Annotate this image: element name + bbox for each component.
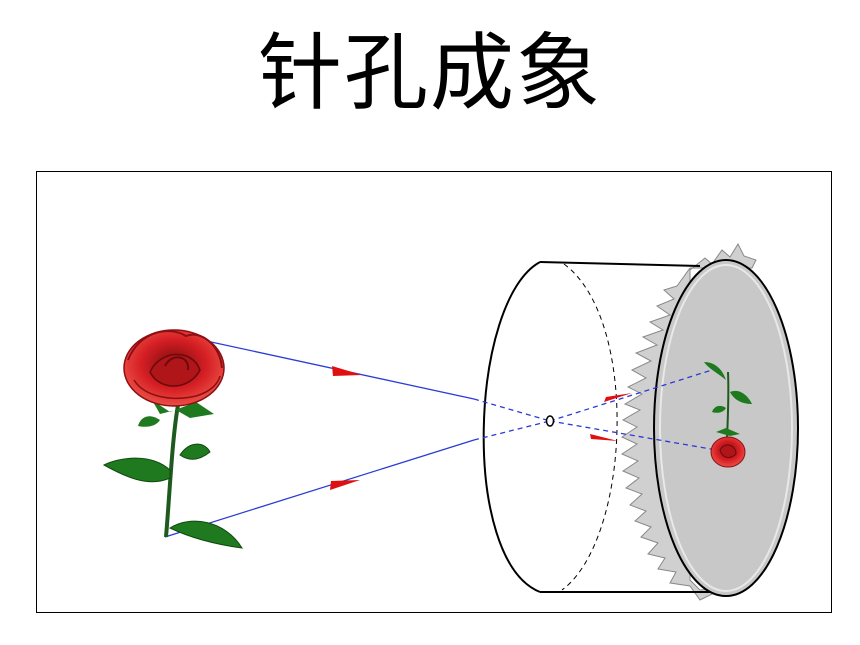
ray-arrow-inside-up bbox=[604, 393, 632, 402]
light-rays bbox=[164, 331, 729, 538]
camera-front-curve bbox=[482, 261, 541, 593]
ray-arrow-top bbox=[332, 366, 362, 376]
camera-top-edge bbox=[539, 261, 701, 267]
ray-arrow-bottom bbox=[330, 480, 360, 490]
ray-bottom-dashed bbox=[473, 420, 551, 441]
ray-top-dashed bbox=[473, 398, 551, 422]
camera-body bbox=[482, 242, 799, 601]
inverted-rose-icon bbox=[704, 362, 752, 468]
camera-hidden-curve bbox=[561, 263, 618, 591]
rose-icon bbox=[102, 329, 243, 549]
image-screen-rim bbox=[659, 264, 793, 592]
ray-bottom-inside bbox=[549, 369, 713, 422]
ray-top-inside bbox=[549, 420, 729, 453]
page-title: 针孔成象 bbox=[257, 24, 602, 122]
pinhole-icon bbox=[545, 415, 555, 427]
ray-arrow-inside-down bbox=[590, 434, 618, 441]
ray-bottom-solid bbox=[164, 439, 475, 538]
ray-top-solid bbox=[164, 331, 475, 400]
